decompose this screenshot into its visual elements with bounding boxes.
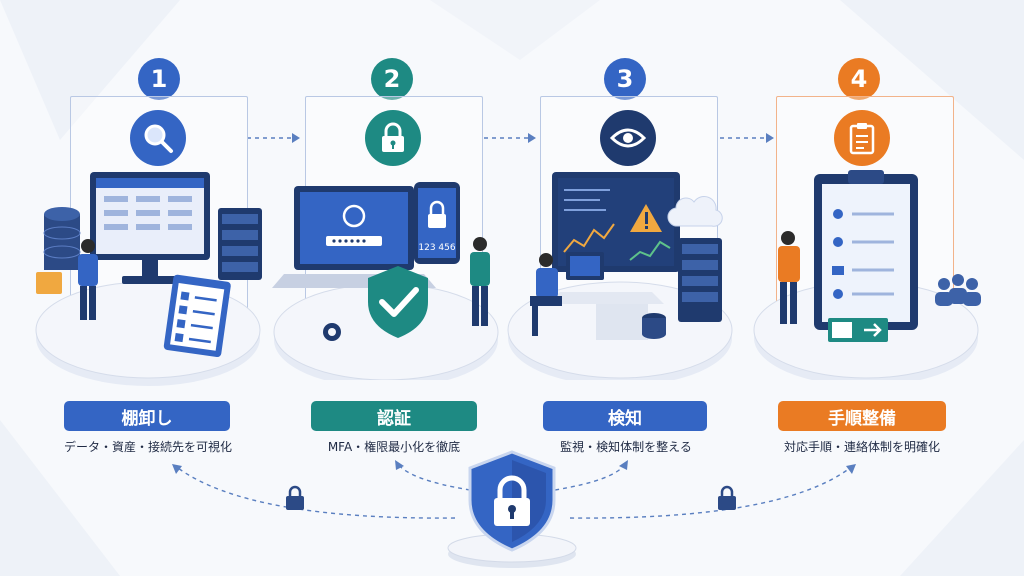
step-2-number: 2	[371, 58, 413, 100]
step-3-scene	[507, 172, 733, 380]
step-4-description: 対応手順・連絡体制を明確化	[783, 440, 940, 454]
shield-lock-icon	[447, 450, 577, 568]
step-2-description: MFA・権限最小化を徹底	[327, 440, 461, 454]
database-icon	[43, 207, 81, 270]
lock-icon	[286, 485, 304, 510]
step-1-scene	[35, 172, 262, 386]
clipboard-icon	[834, 110, 890, 166]
step-3-description: 監視・検知体制を整える	[560, 440, 692, 454]
users-icon	[935, 274, 981, 306]
step-4-scene	[753, 170, 981, 380]
lock-icon	[718, 485, 736, 510]
step-3-label: 検知	[543, 401, 707, 431]
lock-icon	[365, 110, 421, 166]
step-2-label: 認証	[311, 401, 477, 431]
step-4-number: 4	[838, 58, 880, 100]
step-1-label: 棚卸し	[64, 401, 230, 431]
step-2-scene: 123 456	[272, 182, 499, 380]
step-4-label: 手順整備	[778, 401, 946, 431]
phone-pin: 123 456	[418, 243, 455, 253]
step-3-number: 3	[604, 58, 646, 100]
eye-icon	[600, 110, 656, 166]
step-1-description: データ・資産・接続先を可視化	[63, 440, 232, 454]
search-icon	[130, 110, 186, 166]
step-1-number: 1	[138, 58, 180, 100]
